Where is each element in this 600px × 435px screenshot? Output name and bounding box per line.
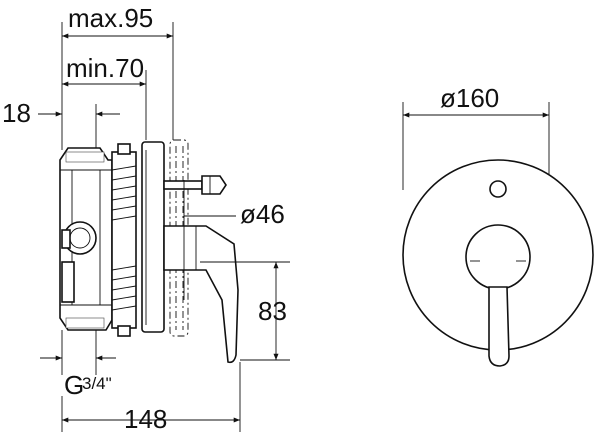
inlet-thread-prefix: G <box>64 370 84 400</box>
max-depth-label: max.95 <box>68 3 153 33</box>
min-depth-dimension: min.70 <box>62 53 147 140</box>
min-depth-label: min.70 <box>66 53 144 83</box>
side-view: max.95 min.70 18 <box>2 3 290 434</box>
mixer-handle <box>163 225 239 364</box>
wall-plate <box>141 141 165 333</box>
body-width-dimension: 148 <box>61 362 241 434</box>
diverter-knob <box>489 180 507 198</box>
cartridge-column <box>111 143 137 337</box>
offset-dimension: 18 <box>2 98 120 150</box>
plate-diameter-label: ø160 <box>440 83 499 113</box>
outlet-diameter-label: ø46 <box>240 199 285 229</box>
offset-label: 18 <box>2 98 31 128</box>
inlet-thread-dimension: G 3/4" <box>40 330 116 400</box>
plate-diameter-dimension: ø160 <box>402 83 550 190</box>
max-depth-dimension: max.95 <box>61 3 174 150</box>
handle-hub <box>465 224 531 290</box>
inlet-thread-fraction: 3/4" <box>82 374 112 393</box>
diverter-stem <box>163 175 227 195</box>
outlet-diameter-dimension: ø46 <box>183 180 285 300</box>
height-dimension: 83 <box>200 261 290 361</box>
front-view: ø160 <box>402 83 594 367</box>
mounting-box <box>59 147 113 331</box>
handle-lever <box>488 286 510 367</box>
height-label: 83 <box>258 296 287 326</box>
body-width-label: 148 <box>124 404 167 434</box>
